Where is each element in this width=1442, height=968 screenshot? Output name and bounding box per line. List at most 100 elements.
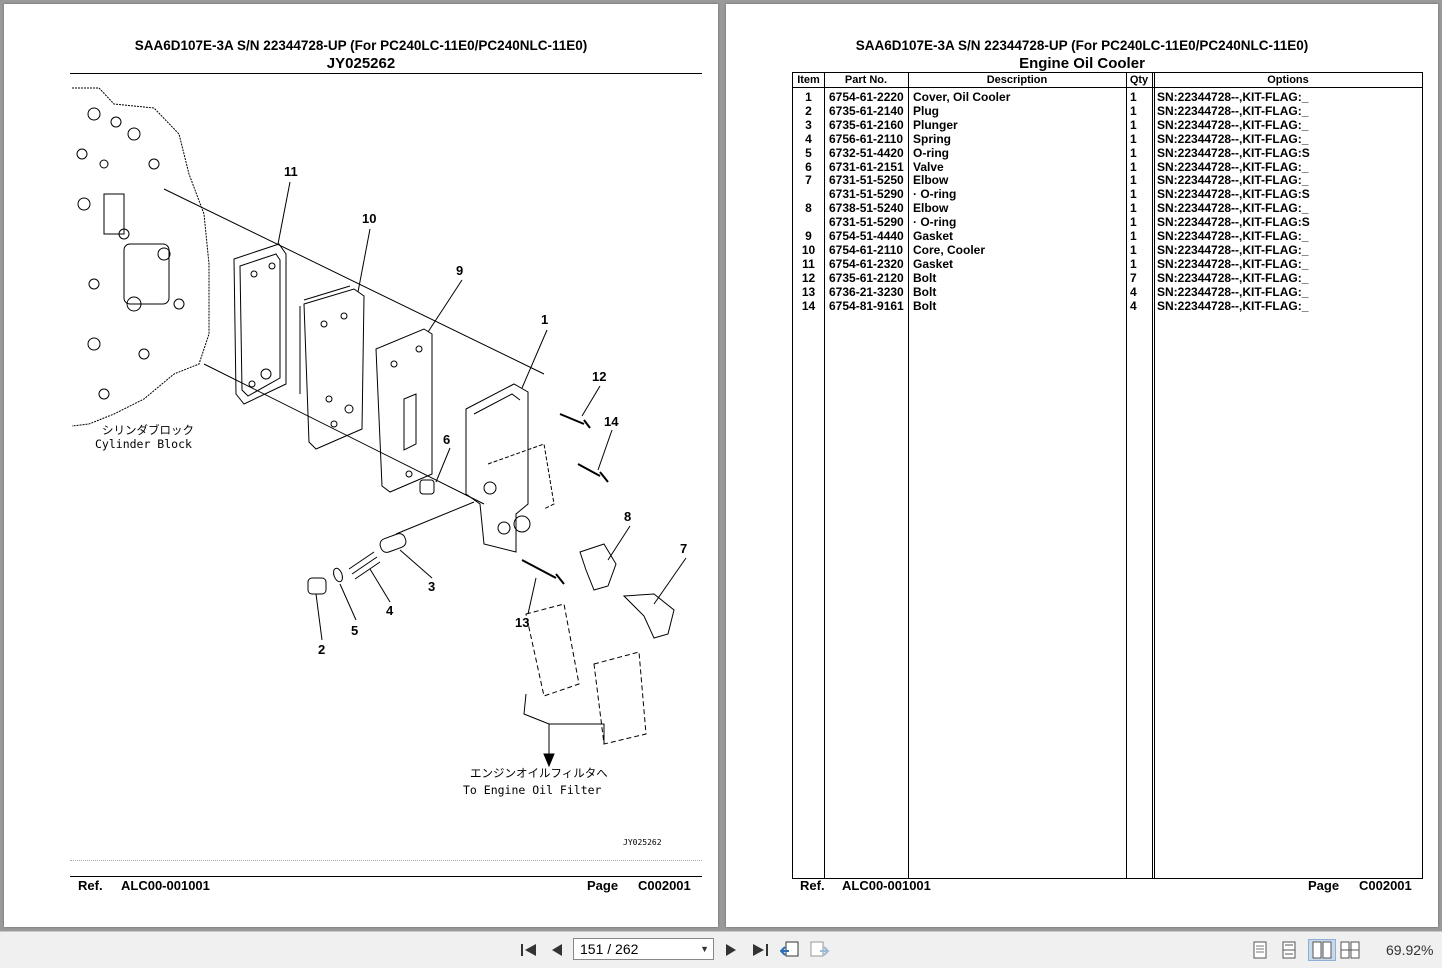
callout-12: 12: [592, 369, 606, 384]
part-no-cell: 6738-51-5240: [829, 201, 904, 216]
part-no-cell: 6754-61-2320: [829, 256, 904, 271]
qty-cell: 7: [1130, 270, 1137, 285]
page-title: SAA6D107E-3A S/N 22344728-UP (For PC240L…: [855, 38, 1309, 53]
callout-5: 5: [351, 623, 358, 638]
options-cell: SN:22344728--,KIT-FLAG:_: [1157, 284, 1309, 299]
options-cell: SN:22344728--,KIT-FLAG:_: [1157, 256, 1309, 271]
continuous-view-icon[interactable]: [1279, 940, 1299, 960]
item-cell: 12: [801, 270, 816, 285]
header-part-no: Part No.: [844, 74, 888, 86]
callout-14: 14: [604, 414, 619, 429]
last-page-icon[interactable]: [750, 940, 770, 960]
item-cell: 13: [801, 284, 816, 299]
item-cell: 6: [805, 159, 812, 174]
previous-page-icon[interactable]: [547, 940, 567, 960]
footer-dotted-rule: [70, 860, 702, 861]
options-cell: SN:22344728--,KIT-FLAG:_: [1157, 201, 1309, 216]
two-page-continuous-view-icon[interactable]: [1340, 940, 1360, 960]
page-dropdown-icon[interactable]: ▼: [700, 944, 709, 954]
description-cell: Elbow: [913, 173, 949, 188]
item-cell: 1: [805, 90, 812, 104]
options-cell: SN:22344728--,KIT-FLAG:_: [1157, 131, 1309, 146]
item-cell: 4: [805, 131, 812, 146]
description-cell: · O-ring: [913, 187, 957, 202]
left-page: SAA6D107E-3A S/N 22344728-UP (For PC240L…: [4, 4, 718, 927]
description-cell: Cover, Oil Cooler: [913, 90, 1011, 104]
ref-label: Ref.: [78, 878, 103, 893]
part-no-cell: 6756-61-2110: [829, 131, 904, 146]
part-no-cell: 6754-61-2220: [829, 90, 904, 104]
options-cell: SN:22344728--,KIT-FLAG:_: [1157, 117, 1309, 132]
table-row: 8 6738-51-5240 Elbow 1 SN:22344728--,KIT-FLA…: [793, 201, 1422, 215]
callout-1: 1: [541, 312, 548, 327]
qty-cell: 1: [1130, 201, 1137, 216]
part-no-cell: 6736-21-3230: [829, 284, 904, 299]
part-no-cell: 6735-61-2160: [829, 117, 904, 132]
qty-cell: 1: [1130, 131, 1137, 146]
filter-label-jp: エンジンオイルフィルタへ: [470, 766, 608, 780]
qty-cell: 1: [1130, 229, 1137, 243]
viewer-toolbar: 151 / 262 ▼ 69.92%: [0, 931, 1442, 968]
table-row: 6731-51-5290 · O-ring 1 SN:22344728--,KIT-F…: [793, 187, 1422, 201]
part-no-cell: 6754-51-4440: [829, 229, 904, 243]
options-cell: SN:22344728--,KIT-FLAG:_: [1157, 103, 1309, 118]
options-cell: SN:22344728--,KIT-FLAG:_: [1157, 90, 1309, 104]
qty-cell: 1: [1130, 187, 1137, 202]
part-no-cell: 6731-51-5290: [829, 187, 904, 202]
exploded-parts-diagram: 11 10 9 1 12 14 6 8 7 3 4 5 2 13 シリンダブロッ…: [71, 87, 687, 847]
callout-13: 13: [515, 615, 529, 630]
page-label: Page: [1308, 878, 1340, 893]
qty-cell: 1: [1130, 256, 1137, 271]
callout-7: 7: [680, 541, 687, 556]
item-cell: 2: [805, 103, 812, 118]
description-cell: Plunger: [913, 117, 958, 132]
options-cell: SN:22344728--,KIT-FLAG:S: [1157, 145, 1310, 160]
qty-cell: 1: [1130, 215, 1137, 230]
first-page-icon[interactable]: [519, 940, 539, 960]
description-cell: Valve: [913, 159, 944, 174]
qty-cell: 1: [1130, 103, 1137, 118]
qty-cell: 1: [1130, 159, 1137, 174]
options-cell: SN:22344728--,KIT-FLAG:S: [1157, 187, 1310, 202]
item-cell: 5: [805, 145, 812, 160]
ref-value: ALC00-001001: [121, 878, 210, 893]
item-cell: 7: [805, 173, 812, 188]
go-forward-icon[interactable]: [810, 940, 830, 960]
qty-cell: 1: [1130, 173, 1137, 188]
header-options: Options: [1267, 74, 1309, 86]
qty-cell: 1: [1130, 117, 1137, 132]
part-no-cell: 6735-61-2120: [829, 270, 904, 285]
options-cell: SN:22344728--,KIT-FLAG:_: [1157, 159, 1309, 174]
item-cell: 11: [802, 256, 815, 271]
qty-cell: 1: [1130, 145, 1137, 160]
callout-3: 3: [428, 579, 435, 594]
single-page-view-icon[interactable]: [1250, 940, 1270, 960]
two-page-view-icon[interactable]: [1308, 939, 1336, 961]
cylinder-block-label-jp: シリンダブロック: [102, 423, 194, 437]
description-cell: Elbow: [913, 201, 949, 216]
next-page-icon[interactable]: [721, 940, 741, 960]
description-cell: O-ring: [913, 145, 949, 160]
qty-cell: 4: [1130, 284, 1137, 299]
item-cell: 8: [805, 201, 812, 216]
options-cell: SN:22344728--,KIT-FLAG:_: [1157, 242, 1309, 257]
zoom-level[interactable]: 69.92%: [1386, 942, 1434, 958]
options-cell: SN:22344728--,KIT-FLAG:_: [1157, 298, 1309, 313]
section-title: Engine Oil Cooler: [1019, 55, 1145, 72]
part-no-cell: 6731-51-5250: [829, 173, 904, 188]
options-cell: SN:22344728--,KIT-FLAG:_: [1157, 270, 1309, 285]
callout-9: 9: [456, 263, 463, 278]
description-cell: · O-ring: [913, 215, 957, 230]
page-number-field[interactable]: 151 / 262 ▼: [573, 938, 714, 960]
go-back-icon[interactable]: [780, 940, 800, 960]
